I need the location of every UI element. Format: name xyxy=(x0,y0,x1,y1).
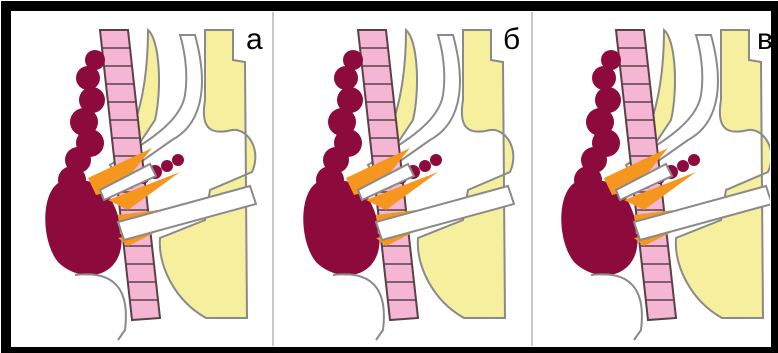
panel-label-a: а xyxy=(246,23,263,56)
panel-c xyxy=(561,30,772,340)
panel-label-b: б xyxy=(503,23,520,56)
panel-b xyxy=(303,30,514,340)
panel-a xyxy=(45,30,256,340)
panel-label-c: в xyxy=(757,23,773,56)
